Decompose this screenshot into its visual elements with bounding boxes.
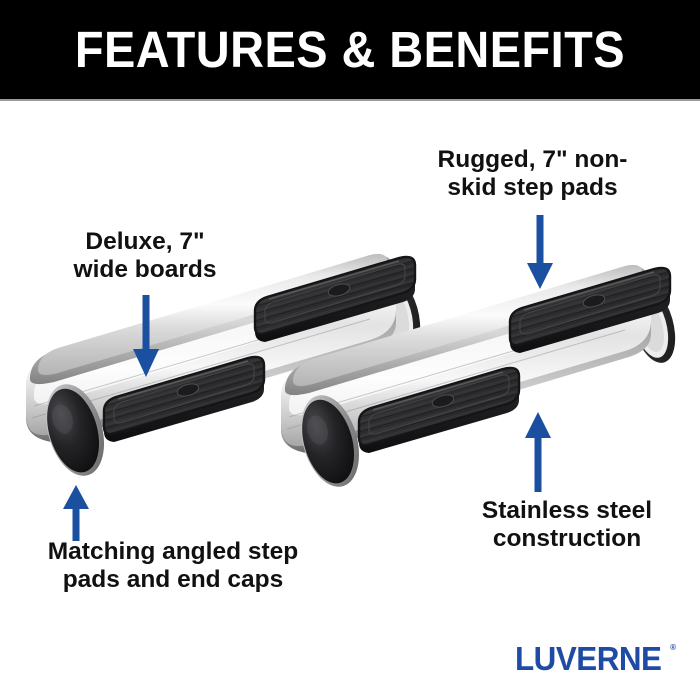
arrow-up-icon-matching bbox=[63, 485, 89, 541]
header-banner: FEATURES & BENEFITS bbox=[0, 0, 700, 99]
luverne-wordmark: LUVERNE bbox=[514, 640, 662, 677]
arrow-up-icon-stainless bbox=[525, 412, 551, 492]
callout-label-rugged-step-pads: Rugged, 7" non- skid step pads bbox=[437, 146, 628, 202]
registered-trademark-icon: ® bbox=[670, 643, 676, 652]
callout-label-matching-end-caps: Matching angled step pads and end caps bbox=[47, 538, 299, 594]
callout-label-stainless-construction: Stainless steel construction bbox=[481, 497, 653, 553]
page-title: FEATURES & BENEFITS bbox=[74, 21, 626, 78]
running-board-left bbox=[25, 253, 421, 476]
luverne-logo: LUVERNE ® bbox=[515, 642, 676, 675]
header-divider bbox=[0, 99, 700, 101]
product-illustration bbox=[25, 253, 676, 487]
end-cap-left bbox=[45, 384, 105, 476]
end-cap-right bbox=[300, 395, 360, 487]
callout-label-deluxe-wide-boards: Deluxe, 7" wide boards bbox=[73, 228, 217, 284]
arrow-down-icon-deluxe bbox=[133, 295, 159, 377]
running-board-right bbox=[280, 264, 676, 487]
arrow-down-icon-rugged bbox=[527, 215, 553, 289]
